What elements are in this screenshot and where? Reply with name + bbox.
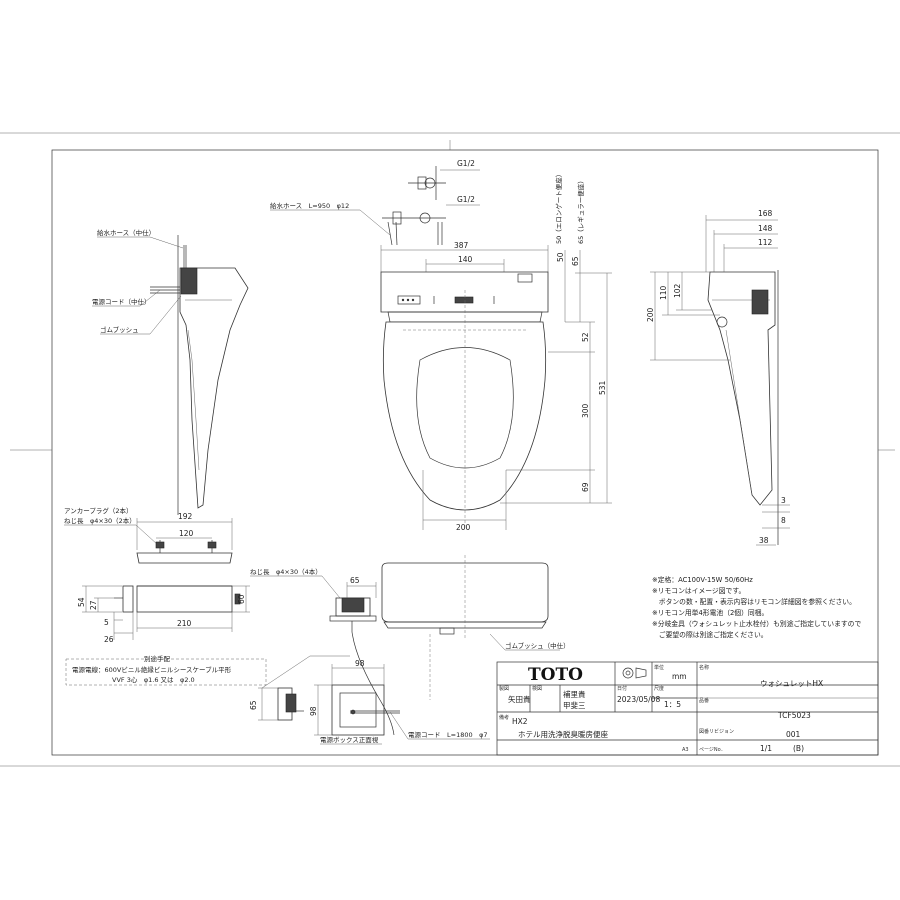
- dim-110: 110: [659, 285, 668, 300]
- note-3: ボタンの数・配置・表示内容はリモコン詳細図を参照ください。: [652, 597, 856, 606]
- date-value: 2023/05/08: [617, 695, 660, 704]
- dim-54: 54: [77, 597, 86, 607]
- dim-27: 27: [89, 600, 98, 610]
- dim-168: 168: [758, 209, 773, 218]
- checked-label: 検図: [532, 685, 542, 692]
- description-value: ホテル用洗浄脱臭暖房便座: [518, 729, 608, 739]
- model-label: 品番: [699, 697, 709, 704]
- dim-102: 102: [673, 283, 682, 298]
- model-number: TCF5023: [777, 711, 811, 720]
- power-box-label: 電源ボックス正面視: [320, 735, 379, 744]
- checked-value-2: 甲斐三: [563, 700, 586, 710]
- series-value: HX2: [512, 717, 528, 726]
- dim-65: 65: [571, 256, 580, 266]
- dim-69: 69: [581, 482, 590, 492]
- separate-arrangement: 別途手配 電源電線：600Vビニル絶縁ビニルシースケーブル平形 VVF 3心 φ…: [65, 654, 267, 686]
- dim-width-140: 140: [458, 255, 473, 264]
- rubber-bush-side-label: ゴムブッシュ: [100, 325, 139, 334]
- dim-300: 300: [581, 403, 590, 418]
- dim-98-top: 98: [355, 659, 365, 668]
- page-label: ページNo．: [699, 747, 726, 753]
- dim-112: 112: [758, 238, 773, 247]
- dim-210: 210: [177, 619, 192, 628]
- stop-valve: [382, 166, 446, 246]
- dim-60: 60: [237, 594, 246, 604]
- paper-size: A3: [682, 747, 689, 753]
- series-label: 備考: [499, 714, 509, 721]
- screw-label-4: ねじ長 φ4×30（4本）: [250, 567, 322, 576]
- cable-spec-2: VVF 3心 φ1.6 又は φ2.0: [112, 676, 195, 684]
- regular-label: 65（レギュラー便座）: [576, 177, 585, 244]
- dim-width-387: 387: [454, 241, 469, 250]
- screw-label-2: ねじ長 φ4×30（2本）: [64, 516, 136, 525]
- date-label: 日付: [617, 685, 627, 692]
- dim-98-side: 98: [309, 706, 318, 716]
- name-label: 名称: [699, 664, 709, 671]
- drawn-by-label: 製図: [499, 685, 509, 692]
- right-side-view: 168 148 112 200 110 102 3 8 38: [646, 209, 790, 546]
- unit-value: mm: [672, 672, 687, 681]
- dim-8: 8: [781, 516, 786, 525]
- mounting-plate: アンカープラグ（2本） ねじ長 φ4×30（2本） 192 120 54 27 …: [64, 506, 250, 644]
- note-5: ※分岐金具（ウォシュレット止水栓付）も別途ご指定していますので: [652, 619, 861, 628]
- projection-symbol: [622, 667, 647, 679]
- front-view: ゴムブッシュ（中仕） 65 ねじ長 φ4×30（4本）: [250, 555, 570, 736]
- note-2: ※リモコンはイメージ図です。: [652, 587, 745, 595]
- revision-value: 001: [786, 730, 801, 739]
- dim-seat-200: 200: [456, 523, 471, 532]
- dim-200-side: 200: [646, 307, 655, 322]
- thread-size-top: G1/2: [457, 159, 475, 168]
- dim-3: 3: [781, 496, 786, 505]
- revision-label: 図番リビジョン: [699, 728, 734, 735]
- toto-logo: TOTO: [528, 665, 583, 685]
- page-value: 1/1: [760, 744, 772, 753]
- dim-5: 5: [104, 618, 109, 627]
- notes-block: ※定格：AC100V-15W 50/60Hz ※リモコンはイメージ図です。 ボタ…: [652, 575, 861, 639]
- anchor-plug-label: アンカープラグ（2本）: [64, 506, 133, 515]
- title-block: TOTO 単位 mm 製図 矢田貴 検図 補里貴 甲斐三 日付 2023/05/…: [496, 661, 879, 756]
- page-mark: (B): [793, 744, 804, 753]
- dim-192: 192: [178, 512, 193, 521]
- power-cord-side-label: 電源コード（中仕）: [92, 297, 151, 306]
- scale-label: 尺度: [654, 685, 664, 692]
- drawn-by-value: 矢田貴: [508, 694, 531, 704]
- power-box-view: 65 98 98 電源ボックス正面視 電源コード L=1800 φ7: [249, 655, 490, 745]
- checked-value-1: 補里貴: [563, 689, 586, 699]
- top-view: G1/2 G1/2 給水ホース L=950 φ12 387 140: [270, 159, 612, 532]
- note-6: ご要望の際は別途ご指定ください。: [652, 630, 768, 639]
- dim-120: 120: [179, 529, 194, 538]
- scale-value: 1：5: [664, 700, 681, 709]
- separate-label: 別途手配: [144, 654, 171, 663]
- power-cord-label: 電源コード L=1800 φ7: [408, 730, 488, 739]
- note-1: ※定格：AC100V-15W 50/60Hz: [652, 575, 753, 584]
- product-name: ウォシュレットHX: [760, 679, 823, 688]
- dim-38: 38: [759, 536, 769, 545]
- dim-148: 148: [758, 224, 773, 233]
- dim-65-box: 65: [249, 700, 258, 710]
- dim-52: 52: [581, 332, 590, 342]
- unit-label: 単位: [654, 664, 664, 671]
- dim-531: 531: [598, 380, 607, 395]
- rubber-bush-center-label: ゴムブッシュ（中仕）: [505, 641, 570, 650]
- drawing-border: [51, 149, 879, 756]
- dim-50: 50: [556, 252, 565, 262]
- left-side-view: 給水ホース（中仕） 電源コード（中仕） ゴムブッシュ: [92, 228, 249, 515]
- supply-hose-label: 給水ホース L=950 φ12: [270, 201, 349, 210]
- note-4: ※リモコン用単4形電池（2個）同梱。: [652, 608, 768, 617]
- supply-hose-side-label: 給水ホース（中仕）: [97, 228, 155, 237]
- dim-65-bracket: 65: [350, 576, 360, 585]
- control-panel: [397, 295, 495, 305]
- elongated-label: 50（エロンゲート便座）: [554, 171, 563, 244]
- cable-spec-1: 電源電線：600Vビニル絶縁ビニルシースケーブル平形: [72, 665, 232, 674]
- dim-26: 26: [104, 635, 114, 644]
- thread-size-bottom: G1/2: [457, 195, 475, 204]
